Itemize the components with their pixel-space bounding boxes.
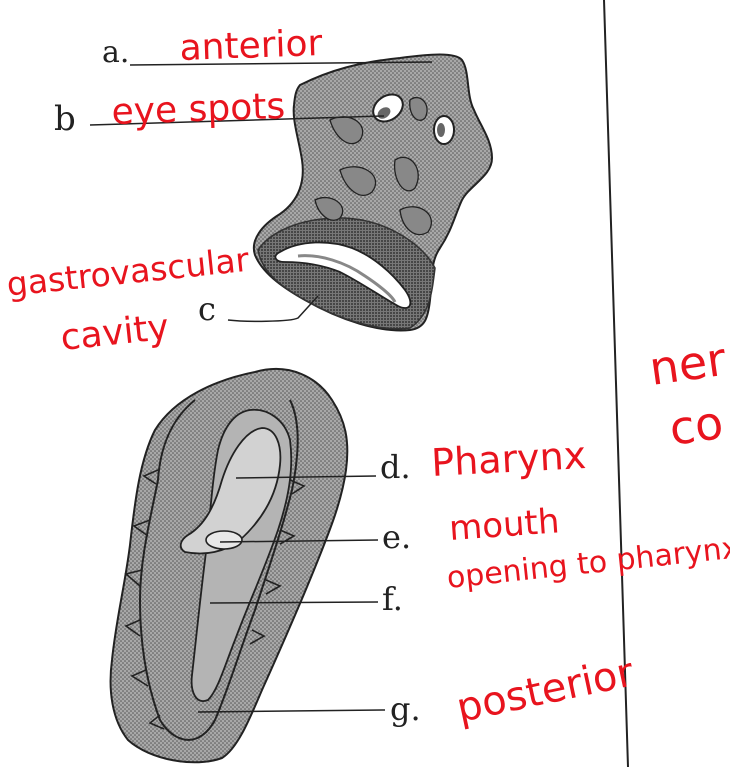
label-letter-d: d. xyxy=(380,448,411,486)
answer-g: posterior xyxy=(453,649,639,731)
head-section-specimen xyxy=(254,55,492,331)
label-letter-e: e. xyxy=(382,518,411,556)
answer-c-line2: cavity xyxy=(59,307,171,359)
label-letter-b: b xyxy=(54,99,76,139)
cutoff-text-line2: co xyxy=(666,395,726,456)
answer-d: Pharynx xyxy=(430,433,587,485)
cutoff-text-line1: ner xyxy=(646,332,729,396)
label-letter-g: g. xyxy=(390,690,421,728)
label-letter-c: c xyxy=(198,290,216,328)
label-letter-f: f. xyxy=(382,580,403,618)
body-specimen xyxy=(111,369,348,762)
answer-b: eye spots xyxy=(111,86,286,133)
answer-e: mouth xyxy=(448,501,561,549)
answer-a: anterior xyxy=(179,23,323,69)
label-letter-a: a. xyxy=(102,35,129,70)
